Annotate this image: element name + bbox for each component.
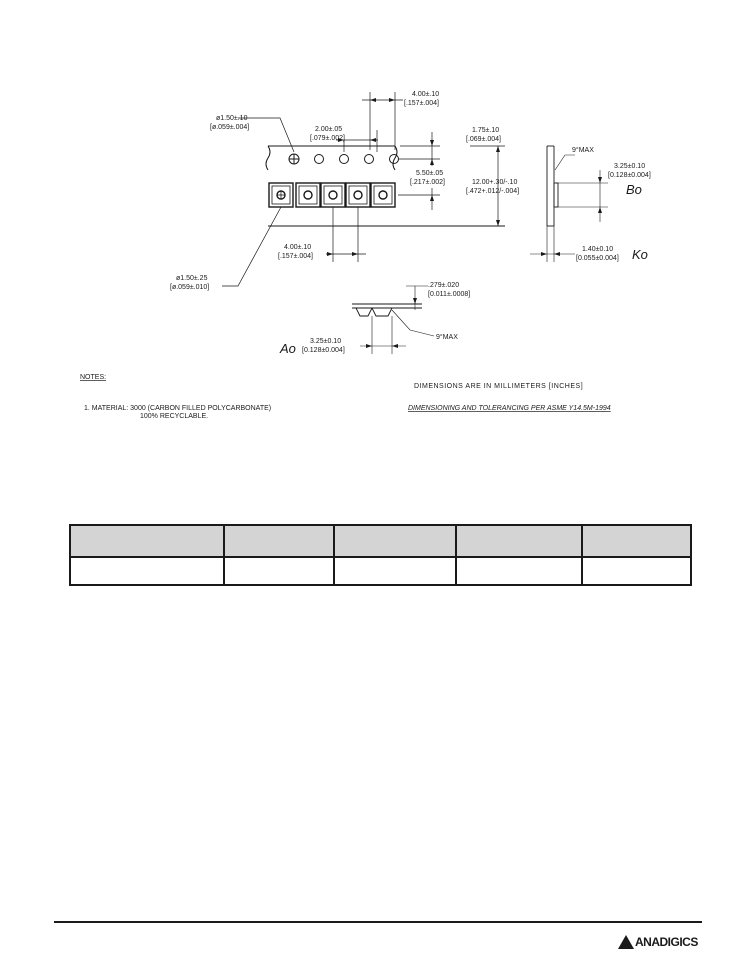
sprocket-holes (288, 153, 399, 165)
dim-pocket-pitch: 4.00±.10 (284, 244, 311, 251)
label-ko: Ko (632, 247, 648, 262)
dim-hole-pitch: 2.00±.05 (315, 126, 342, 133)
label-ao: Ao (279, 341, 296, 356)
company-logo: ANADIGICS (618, 932, 698, 952)
standard-note: DIMENSIONING AND TOLERANCING PER ASME Y1… (408, 405, 611, 412)
logo-text: ANADIGICS (635, 935, 698, 949)
units-note: DIMENSIONS ARE IN MILLIMETERS [INCHES] (414, 383, 583, 390)
sprocket-hole (314, 154, 324, 164)
dim-tape-width: 12.00+.30/-.10 (472, 179, 517, 186)
dim-bo-in: [0.128±0.004] (608, 172, 651, 179)
dim-pocket-hole: ø1.50±.25 (176, 275, 208, 282)
pockets (268, 182, 396, 208)
notes-heading: NOTES: (80, 374, 106, 381)
dimension-lines (222, 92, 505, 287)
dim-ko: 1.40±0.10 (582, 246, 613, 253)
table-cell (333, 556, 457, 586)
dim-tape-width-in: [.472+.012/-.004] (466, 188, 519, 195)
dim-pocket-pitch-in: [.157±.004] (278, 253, 313, 260)
dim-sprocket-pitch: 4.00±.10 (412, 91, 439, 98)
dim-sprocket-pitch-in: [.157±.004] (404, 100, 439, 107)
dim-thickness: .279±.020 (428, 282, 459, 289)
side-view (530, 145, 608, 262)
pocket (295, 182, 321, 208)
dim-edge-dist: 1.75±.10 (472, 127, 499, 134)
dim-ao: 3.25±0.10 (310, 338, 341, 345)
label-bo: Bo (626, 182, 642, 197)
table-header-cell (581, 524, 692, 558)
logo-triangle-icon (618, 935, 634, 949)
table-header-cell (69, 524, 225, 558)
table-cell (223, 556, 335, 586)
dim-thickness-in: [0.011±.0008] (428, 291, 470, 298)
dim-side-max: 9°MAX (572, 146, 594, 154)
dim-edge-dist-in: [.069±.004] (466, 136, 501, 143)
footer-rule (54, 921, 702, 923)
dim-hole-dia: ø1.50±.10 (216, 115, 248, 122)
spec-table (69, 524, 692, 586)
dim-hole-pitch-in: [.079±.002] (310, 135, 345, 142)
dim-pocket-hole-in: [ø.059±.010] (170, 284, 209, 291)
note-material: 1. MATERIAL: 3000 (CARBON FILLED POLYCAR… (84, 405, 271, 412)
dim-hole-dia-in: [ø.059±.004] (210, 124, 249, 131)
table-cell (455, 556, 583, 586)
pocket (345, 182, 371, 208)
dim-pocket-offset: 5.50±.05 (416, 170, 443, 177)
tape-drawing: 4.00±.10 [.157±.004] ø1.50±.10 [ø.059±.0… (80, 91, 651, 420)
arrowheads (327, 98, 602, 348)
table-header-cell (223, 524, 335, 558)
tape-break-right (392, 145, 398, 171)
pocket (370, 182, 396, 208)
dim-bo: 3.25±0.10 (614, 163, 645, 170)
pocket (320, 182, 346, 208)
note-recyclable: 100% RECYCLABLE. (140, 413, 208, 420)
pocket-detail (352, 285, 435, 354)
sprocket-hole (339, 154, 349, 164)
table-header-cell (333, 524, 457, 558)
dim-ao-in: [0.128±0.004] (302, 347, 345, 354)
table-row (69, 556, 692, 586)
dim-pocket-offset-in: [.217±.002] (410, 179, 445, 186)
sprocket-hole (364, 154, 374, 164)
table-cell (69, 556, 225, 586)
table-header-cell (455, 524, 583, 558)
dim-bottom-max: 9°MAX (436, 333, 458, 341)
table-cell (581, 556, 692, 586)
table-header-row (69, 524, 692, 558)
tape-break-left (265, 145, 271, 171)
dim-ko-in: [0.055±0.004] (576, 255, 619, 262)
